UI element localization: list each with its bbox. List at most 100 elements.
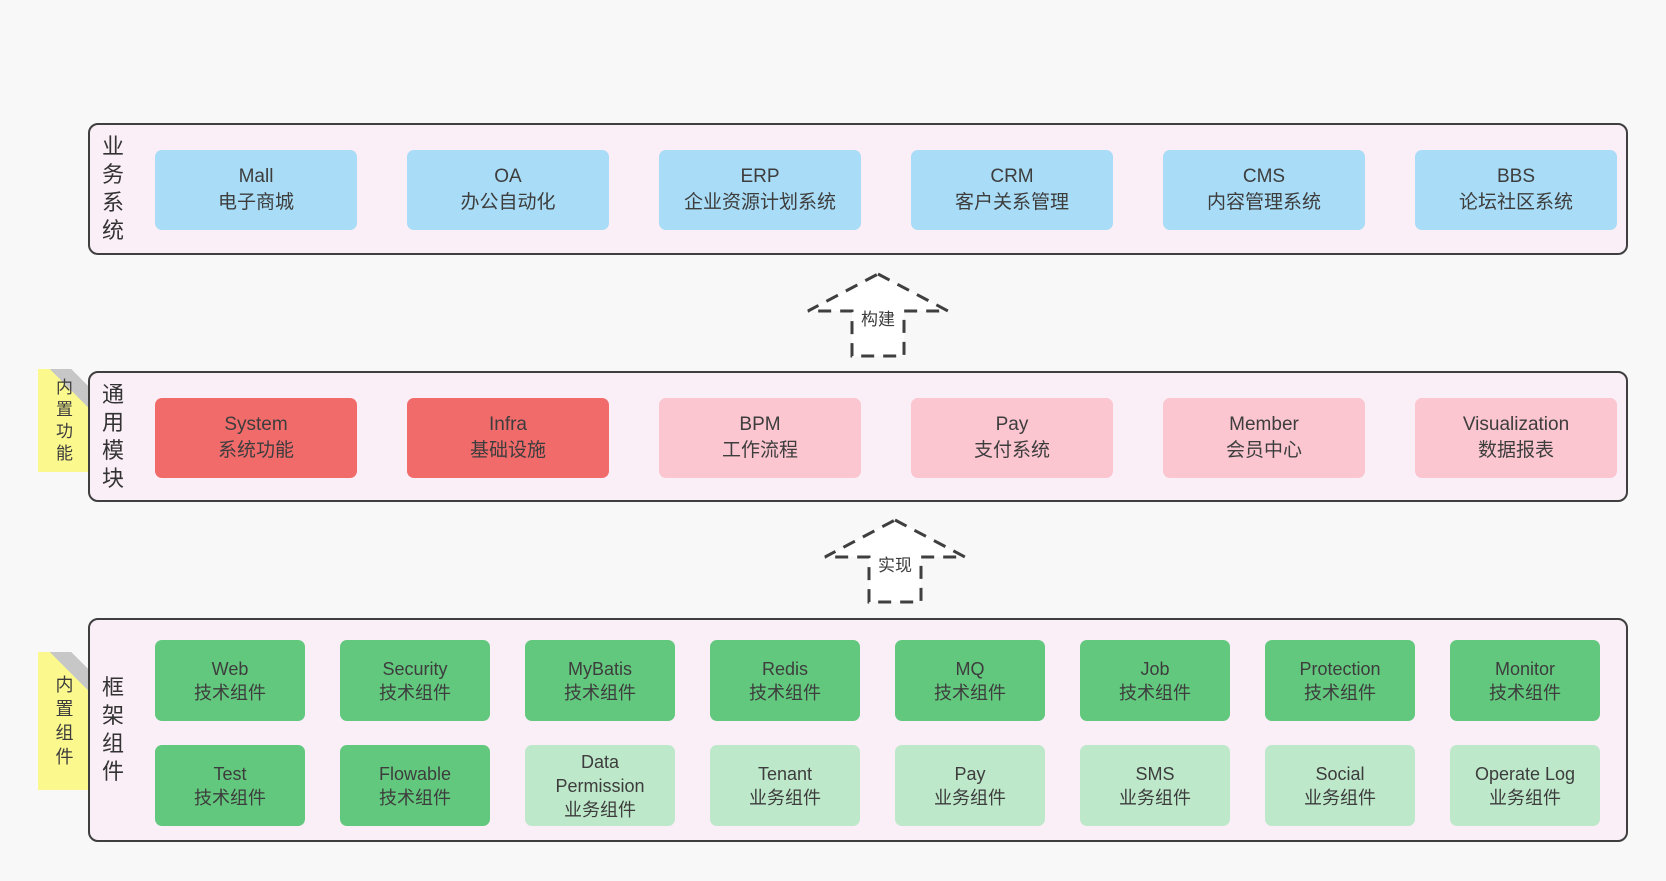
box-title-zh: 工作流程 [721, 440, 798, 461]
box-title-en: Pay [954, 763, 986, 784]
box-tenant: Tenant 业务组件 [710, 745, 860, 826]
box-oa: OA 办公自动化 [407, 150, 609, 230]
box-title-en: Test [213, 763, 247, 784]
box-flowable: Flowable 技术组件 [340, 745, 490, 826]
box-web: Web 技术组件 [155, 640, 305, 721]
box-title-en: Pay [995, 414, 1029, 435]
box-title-zh: 技术组件 [1489, 682, 1561, 703]
box-title-en: Web [211, 658, 249, 679]
box-title-zh: 业务组件 [564, 799, 636, 820]
box-title-zh: 客户关系管理 [954, 192, 1069, 213]
box-title-zh: 技术组件 [194, 682, 266, 703]
box-title-en: SMS [1135, 763, 1175, 784]
box-title-en: OA [494, 166, 522, 187]
box-title-zh: 技术组件 [749, 682, 821, 703]
box-title-zh: 技术组件 [1119, 682, 1191, 703]
box-title-en: Redis [761, 658, 809, 679]
box-title-zh: 论坛社区系统 [1458, 192, 1573, 213]
box-title-en: Mall [238, 166, 274, 187]
box-title-en: Infra [488, 414, 528, 435]
box-title-en: MyBatis [567, 658, 632, 679]
layer-label-wrap: 业务系统 [100, 125, 126, 253]
box-title-en: Job [1140, 658, 1170, 679]
box-redis: Redis 技术组件 [710, 640, 860, 721]
box-job: Job 技术组件 [1080, 640, 1230, 721]
box-title-zh: 内容管理系统 [1206, 192, 1321, 213]
box-sms: SMS 业务组件 [1080, 745, 1230, 826]
layer-label-wrap: 框架组件 [100, 620, 126, 840]
box-title-zh: 电子商城 [217, 192, 294, 213]
box-title-zh: 基础设施 [469, 440, 546, 461]
box-erp: ERP 企业资源计划系统 [659, 150, 861, 230]
arrow-label-wrap: 实现 [822, 550, 968, 577]
box-crm: CRM 客户关系管理 [911, 150, 1113, 230]
box-operate-log: Operate Log 业务组件 [1450, 745, 1600, 826]
box-test: Test 技术组件 [155, 745, 305, 826]
layer-framework-components: 框架组件 Web 技术组件 Security 技术组件 MyBatis 技术组件… [88, 618, 1628, 842]
box-title-en: Security [382, 658, 448, 679]
layer-label: 业务系统 [101, 134, 124, 243]
arrow-implement: 实现 [822, 517, 968, 605]
box-infra: Infra 基础设施 [407, 398, 609, 478]
modules-box-row: System 系统功能 Infra 基础设施 BPM 工作流程 Pay 支付系统… [155, 398, 1617, 478]
box-title-zh: 办公自动化 [460, 192, 556, 213]
box-title-en: Social [1315, 763, 1365, 784]
box-data-permission: Data Permission 业务组件 [525, 745, 675, 826]
box-title-zh: 企业资源计划系统 [683, 192, 836, 213]
box-title-en: Visualization [1462, 414, 1570, 435]
box-title-en: Flowable [378, 763, 452, 784]
box-cms: CMS 内容管理系统 [1163, 150, 1365, 230]
box-title-en: Monitor [1494, 658, 1556, 679]
box-member: Member 会员中心 [1163, 398, 1365, 478]
box-title-en: CRM [990, 166, 1034, 187]
box-protection: Protection 技术组件 [1265, 640, 1415, 721]
box-bbs: BBS 论坛社区系统 [1415, 150, 1617, 230]
sticky-note-builtin-components: 内置组件 [38, 652, 91, 790]
box-title-zh: 支付系统 [973, 440, 1050, 461]
box-title-zh: 业务组件 [1489, 787, 1561, 808]
box-title-en: Data Permission [555, 751, 645, 796]
box-title-zh: 技术组件 [379, 682, 451, 703]
box-title-zh: 技术组件 [194, 787, 266, 808]
box-title-en: BPM [739, 414, 781, 435]
box-title-zh: 业务组件 [1119, 787, 1191, 808]
sticky-note-text: 内置功能 [56, 377, 73, 463]
box-pay-component: Pay 业务组件 [895, 745, 1045, 826]
sticky-note-builtin-features: 内置功能 [38, 369, 91, 472]
box-visualization: Visualization 数据报表 [1415, 398, 1617, 478]
layer-common-modules: 通用模块 System 系统功能 Infra 基础设施 BPM 工作流程 Pay… [88, 371, 1628, 502]
box-monitor: Monitor 技术组件 [1450, 640, 1600, 721]
layer-label: 框架组件 [101, 675, 124, 784]
box-title-en: Tenant [757, 763, 813, 784]
arrow-label-wrap: 构建 [805, 304, 951, 331]
framework-box-row-2: Test 技术组件 Flowable 技术组件 Data Permission … [155, 745, 1600, 826]
box-mall: Mall 电子商城 [155, 150, 357, 230]
box-security: Security 技术组件 [340, 640, 490, 721]
box-title-zh: 技术组件 [1304, 682, 1376, 703]
box-system: System 系统功能 [155, 398, 357, 478]
box-title-en: MQ [955, 658, 985, 679]
box-title-zh: 数据报表 [1477, 440, 1554, 461]
arrow-build: 构建 [805, 271, 951, 359]
box-title-zh: 业务组件 [934, 787, 1006, 808]
layer-business-systems: 业务系统 Mall 电子商城 OA 办公自动化 ERP 企业资源计划系统 CRM… [88, 123, 1628, 255]
box-title-zh: 技术组件 [564, 682, 636, 703]
box-title-en: Operate Log [1474, 763, 1576, 784]
box-title-zh: 技术组件 [379, 787, 451, 808]
box-bpm: BPM 工作流程 [659, 398, 861, 478]
box-title-en: BBS [1496, 166, 1536, 187]
box-pay: Pay 支付系统 [911, 398, 1113, 478]
business-box-row: Mall 电子商城 OA 办公自动化 ERP 企业资源计划系统 CRM 客户关系… [155, 150, 1617, 230]
arrow-label: 构建 [857, 304, 899, 331]
box-title-zh: 业务组件 [749, 787, 821, 808]
box-mybatis: MyBatis 技术组件 [525, 640, 675, 721]
sticky-note-text: 内置组件 [55, 675, 74, 767]
framework-box-row-1: Web 技术组件 Security 技术组件 MyBatis 技术组件 Redi… [155, 640, 1600, 721]
box-title-en: Protection [1299, 658, 1381, 679]
box-mq: MQ 技术组件 [895, 640, 1045, 721]
box-title-zh: 会员中心 [1225, 440, 1302, 461]
layer-label: 通用模块 [101, 381, 124, 491]
box-title-en: System [224, 414, 288, 435]
box-social: Social 业务组件 [1265, 745, 1415, 826]
